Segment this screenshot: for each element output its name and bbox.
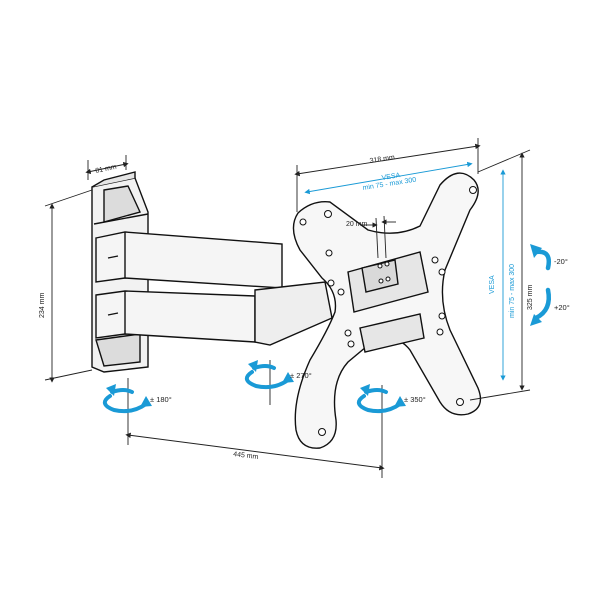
width-label: 318 mm [369,154,395,165]
rotation-arrow-icon [244,360,294,390]
plate-swivel-label: ± 350° [404,395,426,404]
tilt-down-label: +20° [554,303,570,312]
vesa-v-range: min 75 - max 300 [509,264,516,318]
vesa-h-title: VESA [381,172,401,182]
swing-arms [95,231,333,346]
dimension-lines [44,138,531,478]
arm-swivel-label: ± 270° [290,371,312,380]
height-label: 234 mm [39,293,46,318]
vesa-plate [292,172,482,449]
rotation-arrow-icon [102,384,152,414]
hole-spacing-label: 20 mm [346,221,368,228]
rotation-arrow-icon [356,384,406,414]
vesa-range-lines [304,161,506,381]
plate-height-label: 325 mm [527,285,534,310]
tilt-up-label: -20° [554,257,568,266]
tilt-arrow-icon [530,244,551,326]
mount-holes [299,186,477,436]
vesa-v-title: VESA [489,275,496,294]
wall-swivel-label: ± 180° [150,395,172,404]
depth-label: 81 mm [95,164,118,175]
reach-label: 445 mm [233,451,259,461]
